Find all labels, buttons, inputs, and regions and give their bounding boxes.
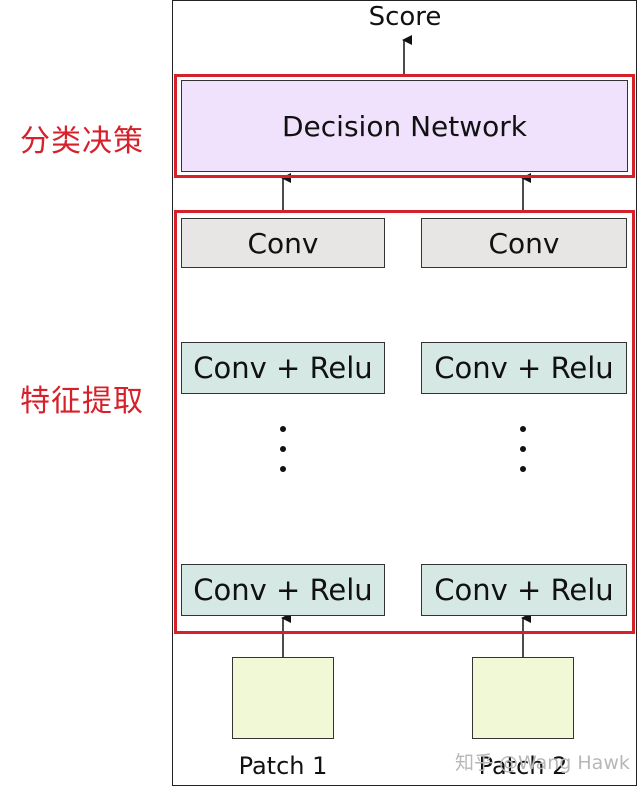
conv-label: Conv [247,226,319,260]
conv-relu-label: Conv + Relu [434,573,614,607]
classification-highlight-box [174,74,635,178]
conv-box-column-1: Conv [181,218,385,268]
watermark-text: 知乎 @Wang Hawk [455,752,630,774]
conv-relu-box-top-column-1: Conv + Relu [181,342,385,394]
conv-relu-box-bottom-column-2: Conv + Relu [421,564,627,616]
conv-label: Conv [488,226,560,260]
patch-box-2 [472,657,574,739]
diagram-frame [172,0,637,786]
patch-label-1: Patch 1 [238,752,328,780]
decision-network-box: Decision Network [181,80,628,172]
feature-extraction-highlight-box [174,210,635,634]
conv-relu-box-top-column-2: Conv + Relu [421,342,627,394]
patch-box-1 [232,657,334,739]
ellipsis-column-1 [278,426,288,474]
ellipsis-column-2 [518,426,528,474]
conv-relu-label: Conv + Relu [193,573,373,607]
feature-extraction-section-label: 特征提取 [20,384,144,419]
conv-box-column-2: Conv [421,218,627,268]
conv-relu-box-bottom-column-1: Conv + Relu [181,564,385,616]
conv-relu-label: Conv + Relu [193,351,373,385]
decision-network-label: Decision Network [281,109,527,143]
score-label: Score [368,2,442,32]
classification-section-label: 分类决策 [20,124,144,159]
conv-relu-label: Conv + Relu [434,351,614,385]
patch-label-2: Patch 2 [478,752,568,780]
